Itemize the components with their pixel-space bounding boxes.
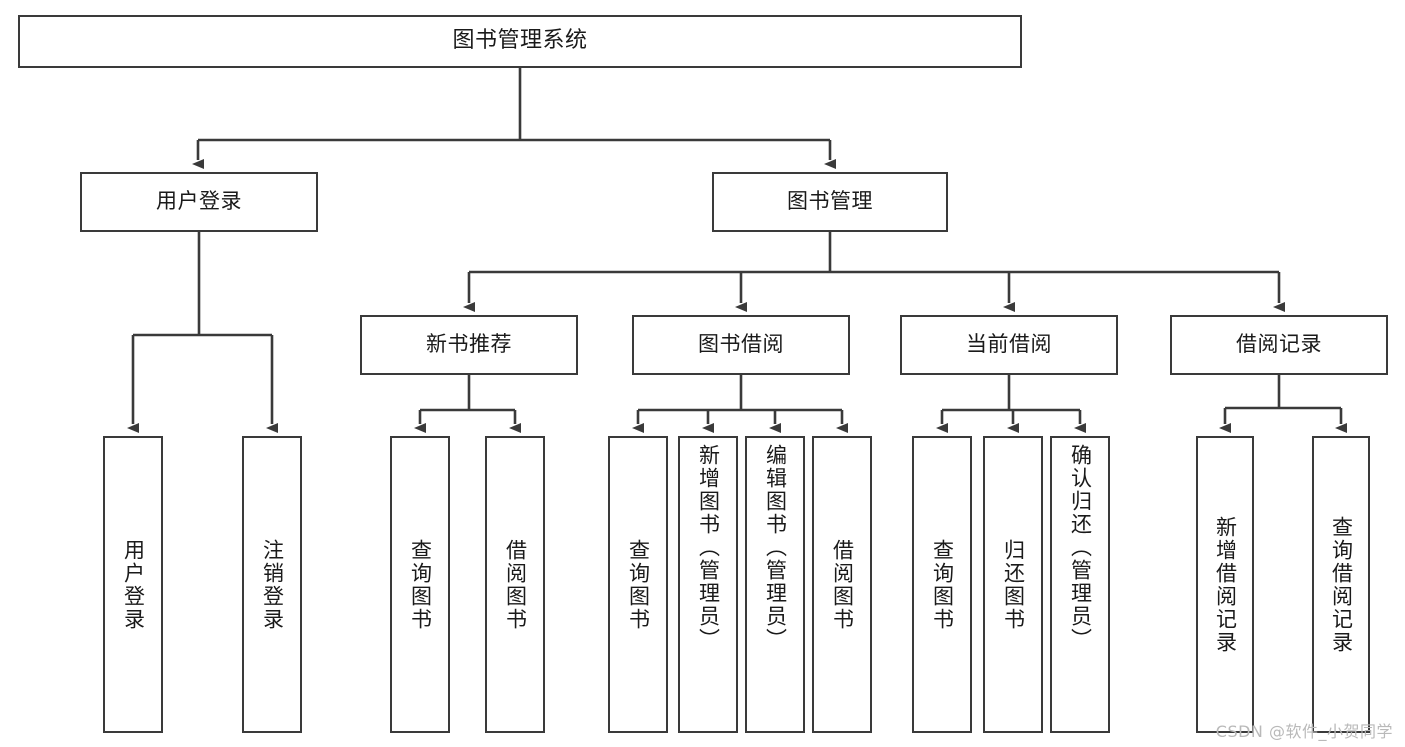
node-book-borrow[interactable]: 图书借阅 <box>632 315 850 375</box>
node-book-manage[interactable]: 图书管理 <box>712 172 948 232</box>
leaf-borrow-book-label: 借阅图书 <box>830 538 855 631</box>
leaf-query-book-rec-label: 查询图书 <box>408 538 433 631</box>
node-root[interactable]: 图书管理系统 <box>18 15 1022 68</box>
leaf-query-book-borrow[interactable]: 查询图书 <box>608 436 668 733</box>
node-borrow-record[interactable]: 借阅记录 <box>1170 315 1388 375</box>
node-current-borrow-label: 当前借阅 <box>966 332 1052 357</box>
leaf-query-record[interactable]: 查询借阅记录 <box>1312 436 1370 733</box>
leaf-user-login[interactable]: 用户登录 <box>103 436 163 733</box>
leaf-return-book-label: 归还图书 <box>1001 538 1026 631</box>
leaf-borrow-book[interactable]: 借阅图书 <box>812 436 872 733</box>
csdn-watermark: CSDN @软件_小贺同学 <box>1215 722 1393 741</box>
leaf-add-book[interactable]: 新增图书（管理员） <box>678 436 738 733</box>
leaf-edit-book[interactable]: 编辑图书（管理员） <box>745 436 805 733</box>
leaf-query-record-label: 查询借阅记录 <box>1329 515 1354 654</box>
leaf-add-record-label: 新增借阅记录 <box>1213 515 1238 654</box>
leaf-logout[interactable]: 注销登录 <box>242 436 302 733</box>
leaf-confirm-return-label: 确认归还（管理员） <box>1068 444 1093 651</box>
leaf-query-book-cur-label: 查询图书 <box>930 538 955 631</box>
node-current-borrow[interactable]: 当前借阅 <box>900 315 1118 375</box>
node-book-manage-label: 图书管理 <box>787 189 873 214</box>
leaf-logout-label: 注销登录 <box>260 538 285 631</box>
node-new-book-rec[interactable]: 新书推荐 <box>360 315 578 375</box>
leaf-return-book[interactable]: 归还图书 <box>983 436 1043 733</box>
node-user-login[interactable]: 用户登录 <box>80 172 318 232</box>
node-new-book-rec-label: 新书推荐 <box>426 332 512 357</box>
leaf-confirm-return[interactable]: 确认归还（管理员） <box>1050 436 1110 733</box>
leaf-borrow-book-rec[interactable]: 借阅图书 <box>485 436 545 733</box>
leaf-query-book-borrow-label: 查询图书 <box>626 538 651 631</box>
node-book-borrow-label: 图书借阅 <box>698 332 784 357</box>
leaf-query-book-rec[interactable]: 查询图书 <box>390 436 450 733</box>
leaf-add-book-label: 新增图书（管理员） <box>696 444 721 651</box>
leaf-edit-book-label: 编辑图书（管理员） <box>763 444 788 651</box>
node-root-label: 图书管理系统 <box>452 28 588 54</box>
leaf-borrow-book-rec-label: 借阅图书 <box>503 538 528 631</box>
leaf-user-login-label: 用户登录 <box>121 538 146 631</box>
node-borrow-record-label: 借阅记录 <box>1236 332 1322 357</box>
node-user-login-label: 用户登录 <box>156 189 242 214</box>
leaf-add-record[interactable]: 新增借阅记录 <box>1196 436 1254 733</box>
leaf-query-book-cur[interactable]: 查询图书 <box>912 436 972 733</box>
